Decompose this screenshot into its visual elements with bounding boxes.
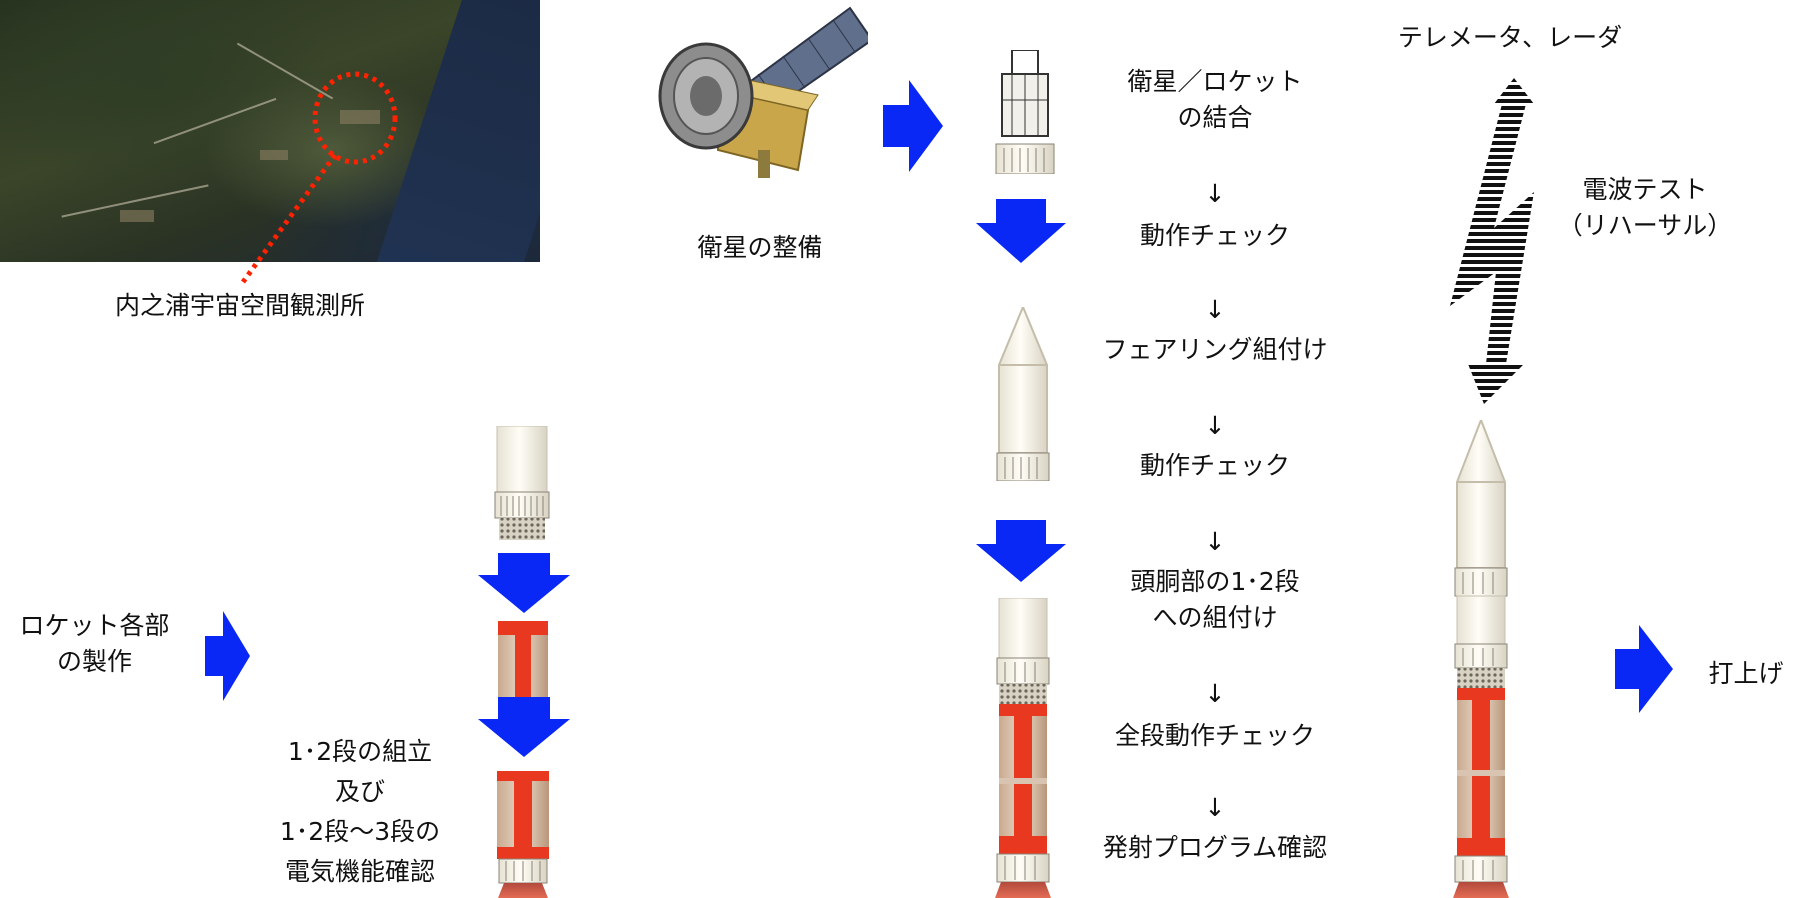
telemetry-label: テレメータ、レーダ: [1397, 23, 1623, 52]
check-label: 動作チェック: [1139, 221, 1290, 250]
photo-facility: [260, 150, 288, 160]
arrow-right-icon: [205, 611, 250, 701]
down-mark: ↓: [1204, 179, 1226, 208]
site-circle: [312, 71, 398, 165]
launch-label: 打上げ: [1708, 659, 1784, 688]
down-mark: ↓: [1204, 411, 1226, 440]
rocket-parts-label: ロケット各部 の製作: [19, 611, 170, 676]
photo-facility: [340, 110, 380, 124]
radio-test-label: 電波テスト （リハーサル）: [1557, 175, 1733, 240]
fairing-icon: [996, 307, 1050, 481]
down-mark: ↓: [1204, 793, 1226, 822]
radio-wave-icon: [1450, 78, 1534, 404]
arrow-down-icon: [478, 697, 570, 757]
rocket-lower-stages-icon: [497, 771, 549, 898]
fairing-label: フェアリング組付け: [1102, 335, 1328, 364]
down-mark: ↓: [1204, 679, 1226, 708]
aerial-photo: [0, 0, 540, 262]
photo-facility: [120, 210, 154, 222]
arrow-down-icon: [976, 199, 1066, 263]
arrow-down-icon: [976, 520, 1066, 582]
mate-label: 衛星／ロケット の結合: [1127, 67, 1303, 132]
rocket-assembly-icon: [995, 598, 1051, 898]
program-check-label: 発射プログラム確認: [1102, 833, 1328, 862]
attach-label: 頭胴部の1･2段 への組付け: [1130, 567, 1300, 632]
down-mark: ↓: [1204, 527, 1226, 556]
rocket-stage-icon: [498, 621, 548, 709]
assembly-label: 1･2段の組立 及び 1･2段～3段の 電気機能確認: [279, 737, 441, 886]
site-leader-line: [240, 153, 338, 284]
rocket-adapter-icon: [494, 426, 550, 540]
payload-icon: [995, 50, 1055, 174]
site-marker: [240, 71, 398, 284]
down-mark: ↓: [1204, 295, 1226, 324]
arrow-right-icon: [883, 80, 943, 172]
check-label: 動作チェック: [1139, 451, 1290, 480]
arrow-down-icon: [478, 553, 570, 613]
satellite-prep-label: 衛星の整備: [697, 233, 823, 262]
satellite-icon: [658, 6, 868, 178]
rocket-icon: [1453, 420, 1509, 898]
site-label: 内之浦宇宙空間観測所: [114, 291, 365, 320]
arrow-right-icon: [1615, 625, 1673, 713]
all-stage-check-label: 全段動作チェック: [1114, 721, 1315, 750]
